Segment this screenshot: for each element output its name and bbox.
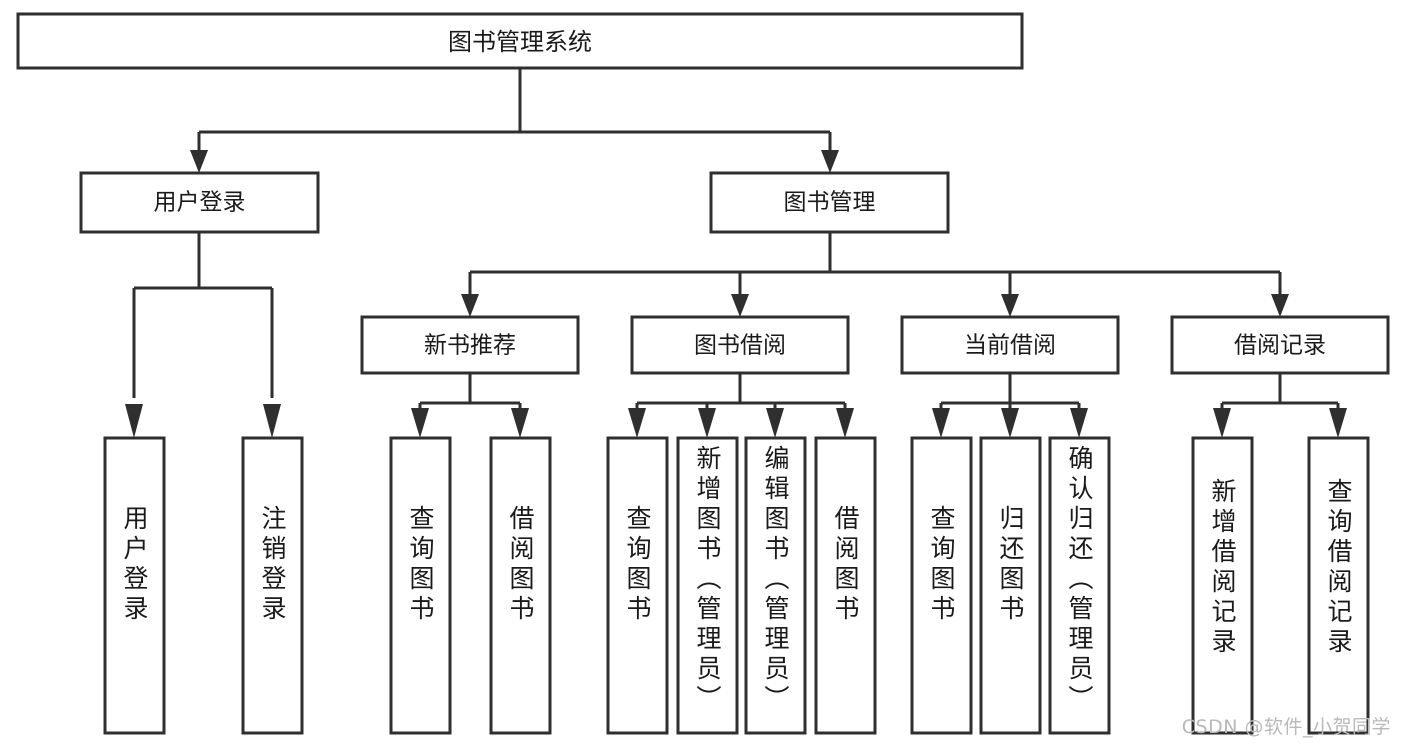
node-book-borrow-label: 图书借阅: [694, 333, 786, 359]
leaf-borrow-record-1[interactable]: [1307, 436, 1370, 735]
arrowhead-nb-leaf2: [511, 408, 529, 438]
node-new-book-recommend[interactable]: [360, 315, 580, 375]
arrowhead-bb-leaf1: [628, 408, 646, 438]
leaf-new-book-1[interactable]: [489, 436, 552, 735]
leaf-new-book-0[interactable]: [389, 436, 452, 735]
node-borrow-record[interactable]: [1170, 315, 1390, 375]
leaf-book-borrow-1[interactable]: [676, 436, 739, 735]
node-book-management[interactable]: [709, 171, 950, 234]
arrowhead-user-login: [190, 150, 208, 173]
node-current-borrow-label: 当前借阅: [964, 333, 1056, 359]
watermark-text: CSDN @软件_小贺同学: [1181, 716, 1391, 738]
arrowhead-current-borrow: [1001, 294, 1019, 317]
leaf-book-borrow-3[interactable]: [814, 436, 877, 735]
node-root-label: 图书管理系统: [448, 28, 592, 56]
arrowhead-borrow-record: [1271, 294, 1289, 317]
node-new-book-recommend-label: 新书推荐: [424, 333, 516, 359]
leaf-user-login-1[interactable]: [241, 436, 304, 735]
node-book-borrow[interactable]: [630, 315, 850, 375]
leaf-current-borrow-0[interactable]: [910, 436, 973, 735]
arrowhead-cb-leaf2: [1001, 408, 1019, 438]
node-borrow-record-label: 借阅记录: [1234, 333, 1326, 359]
leaf-user-login-0[interactable]: [103, 436, 166, 735]
arrowhead-br-leaf2: [1329, 408, 1347, 438]
arrowhead-bb-leaf3: [766, 408, 784, 438]
arrowhead-bb-leaf2: [698, 408, 716, 438]
node-root[interactable]: [16, 12, 1024, 70]
node-book-management-label: 图书管理: [784, 190, 876, 216]
arrowhead-cb-leaf1: [932, 408, 950, 438]
arrowhead-leaf-user-login: [125, 404, 143, 438]
node-user-login[interactable]: [79, 171, 320, 234]
arrowhead-new-book: [461, 294, 479, 317]
leaf-borrow-record-0[interactable]: [1191, 436, 1254, 735]
arrowhead-nb-leaf1: [411, 408, 429, 438]
arrowhead-br-leaf1: [1213, 408, 1231, 438]
arrowhead-book-mgmt: [821, 150, 839, 173]
leaf-book-borrow-2[interactable]: [744, 436, 807, 735]
leaf-book-borrow-0[interactable]: [606, 436, 669, 735]
node-current-borrow[interactable]: [900, 315, 1120, 375]
arrowhead-book-borrow: [731, 294, 749, 317]
arrowhead-cb-leaf3: [1070, 408, 1088, 438]
arrowhead-leaf-logout-login: [263, 404, 281, 438]
leaf-current-borrow-1[interactable]: [979, 436, 1042, 735]
arrowhead-bb-leaf4: [836, 408, 854, 438]
node-user-login-label: 用户登录: [154, 190, 246, 216]
leaf-current-borrow-2[interactable]: [1048, 436, 1111, 735]
